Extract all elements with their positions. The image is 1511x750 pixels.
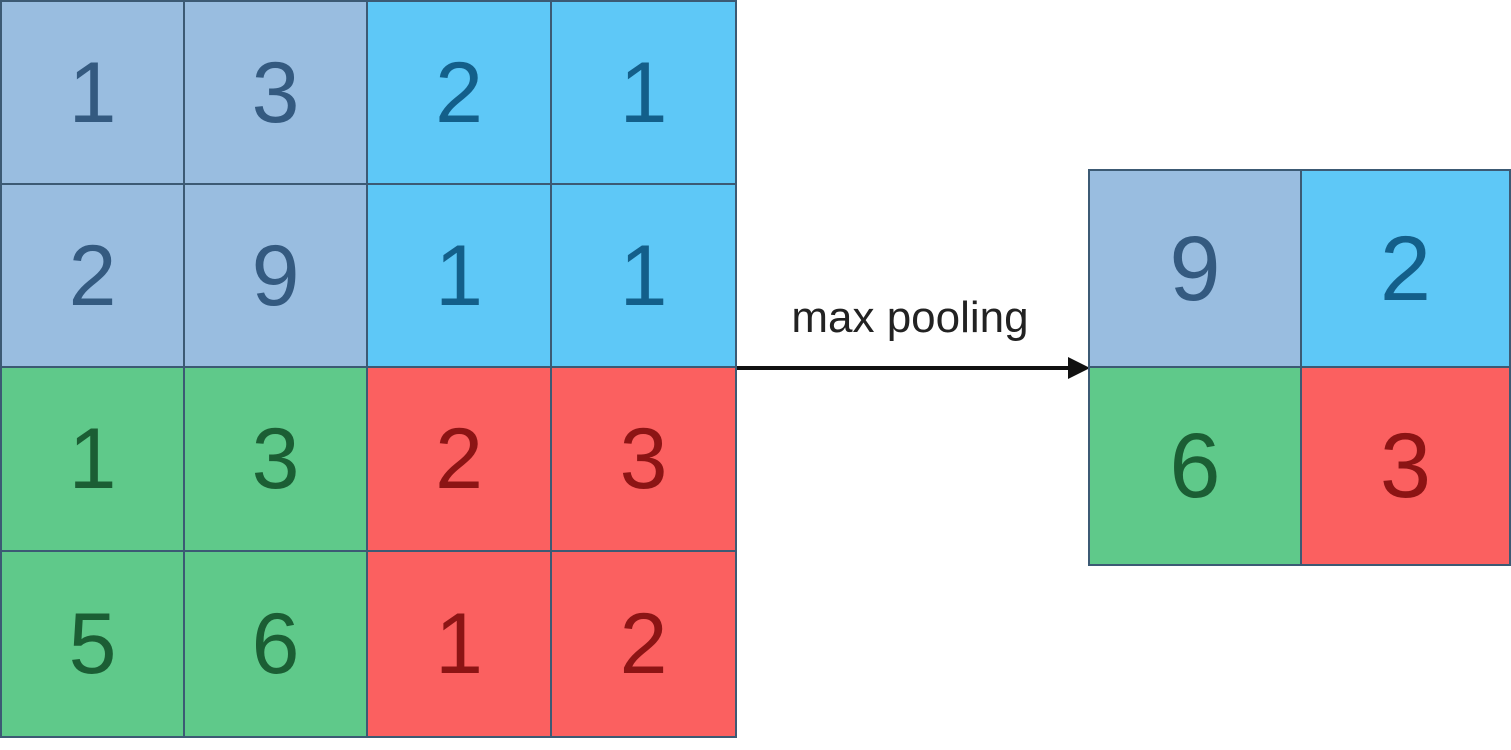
- input-cell: 6: [183, 550, 368, 738]
- input-cell: 3: [183, 366, 368, 552]
- input-cell: 1: [550, 183, 737, 368]
- input-cell: 1: [366, 550, 552, 738]
- input-cell: 1: [0, 366, 185, 552]
- arrow-right-icon: [1068, 357, 1090, 379]
- output-cell: 9: [1088, 169, 1302, 368]
- input-cell: 3: [550, 366, 737, 552]
- input-cell: 1: [550, 0, 737, 185]
- input-cell: 2: [366, 366, 552, 552]
- input-cell: 3: [183, 0, 368, 185]
- input-cell: 1: [366, 183, 552, 368]
- output-cell: 3: [1300, 366, 1511, 566]
- max-pooling-label: max pooling: [791, 293, 1029, 342]
- input-cell: 9: [183, 183, 368, 368]
- arrow-line: [737, 366, 1072, 370]
- input-cell: 2: [550, 550, 737, 738]
- input-cell: 1: [0, 0, 185, 185]
- output-cell: 6: [1088, 366, 1302, 566]
- input-cell: 2: [366, 0, 552, 185]
- input-cell: 2: [0, 183, 185, 368]
- output-cell: 2: [1300, 169, 1511, 368]
- input-cell: 5: [0, 550, 185, 738]
